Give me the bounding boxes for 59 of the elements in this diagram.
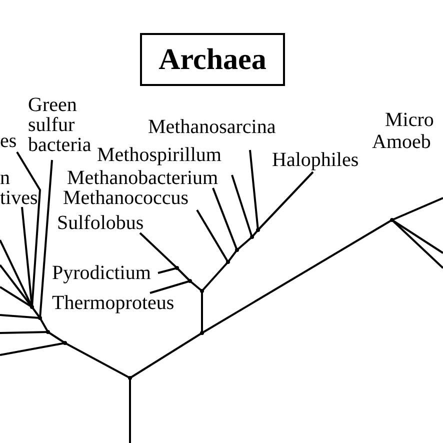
taxon-label: Methanosarcina	[148, 117, 276, 137]
branch-point	[38, 316, 42, 320]
branch-point	[200, 331, 204, 335]
branch-line	[391, 219, 443, 269]
branch-point	[390, 218, 394, 222]
taxon-label: Sulfolobus	[57, 213, 144, 233]
branch-line	[39, 318, 49, 332]
taxon-label: Methospirillum	[97, 145, 222, 165]
branch-line	[257, 171, 314, 231]
branch-line	[0, 342, 66, 356]
branch-line	[231, 174, 253, 238]
branch-point	[175, 266, 179, 270]
taxon-label: Pyrodictium	[52, 263, 151, 283]
branch-line	[196, 209, 229, 263]
branch-line	[0, 314, 40, 319]
branch-line	[176, 267, 191, 282]
branch-line	[31, 306, 41, 319]
branch-line	[150, 280, 190, 294]
taxon-label: Green sulfur bacteria	[28, 95, 92, 155]
branch-line	[201, 219, 393, 334]
branch-line	[158, 267, 178, 274]
branch-line	[391, 219, 443, 254]
branch-line	[201, 291, 203, 333]
branch-point	[63, 341, 67, 345]
taxon-label: es	[0, 131, 17, 151]
branch-line	[139, 232, 178, 269]
branch-line	[189, 280, 203, 292]
branch-line	[47, 331, 66, 344]
branch-point	[46, 330, 50, 334]
branch-line	[392, 197, 443, 221]
branch-line	[227, 249, 238, 263]
taxon-label: Methanococcus	[63, 188, 189, 208]
taxon-label: Halophiles	[272, 150, 359, 170]
taxon-label: Methanobacterium	[67, 168, 218, 188]
branch-line	[251, 229, 259, 238]
taxon-label: Amoeb	[372, 132, 431, 152]
branch-line	[129, 332, 203, 379]
branch-point	[30, 305, 34, 309]
branch-point	[226, 260, 230, 264]
branch-point	[128, 376, 132, 380]
branch-line	[0, 286, 33, 308]
branch-line	[249, 150, 259, 230]
branch-point	[235, 248, 239, 252]
branch-line	[236, 236, 253, 251]
branch-line	[129, 378, 131, 443]
taxon-label: n tives	[0, 168, 38, 208]
branch-point	[188, 279, 192, 283]
branch-line	[201, 261, 229, 292]
branch-point	[256, 228, 260, 232]
branch-line	[64, 342, 130, 379]
title-box: Archaea	[140, 33, 285, 86]
branch-point	[200, 289, 204, 293]
branch-line	[39, 160, 53, 318]
branch-point	[250, 235, 254, 239]
taxon-label: Micro	[385, 110, 434, 130]
branch-line	[212, 188, 238, 250]
branch-line	[0, 331, 48, 334]
branch-line	[16, 151, 42, 308]
taxon-label: Thermoproteus	[52, 293, 174, 313]
